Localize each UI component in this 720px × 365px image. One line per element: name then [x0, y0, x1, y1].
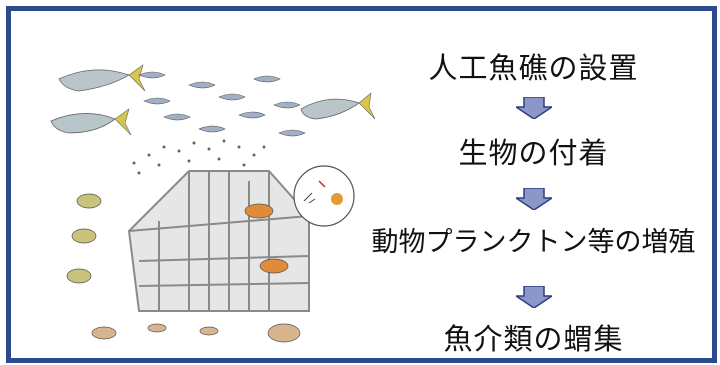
step-organism-attachment: 生物の付着	[458, 136, 609, 170]
reef-illustration	[50, 64, 376, 343]
plankton-closeup-icon	[293, 165, 355, 227]
step-zooplankton-growth: 動物プランクトン等の増殖	[371, 227, 696, 258]
flatfish-icon	[91, 323, 301, 343]
fish-school-icon	[138, 71, 306, 137]
down-arrow-icon	[516, 97, 552, 119]
down-arrow-icon	[516, 286, 552, 308]
plankton-icon	[132, 139, 266, 175]
red-fish-icon	[244, 203, 289, 274]
process-flow: 人工魚礁の設置 生物の付着 動物プランクトン等の増殖 魚介類の蝟集	[356, 33, 711, 356]
fish-icon	[50, 108, 132, 136]
step-fish-aggregation: 魚介類の蝟集	[443, 322, 624, 356]
step-reef-installation: 人工魚礁の設置	[428, 51, 639, 85]
fish-icon	[300, 92, 376, 120]
rockfish-icon	[66, 193, 102, 284]
artificial-reef-icon	[127, 170, 310, 312]
down-arrow-icon	[516, 188, 552, 210]
fish-icon	[58, 64, 146, 92]
diagram-frame: 人工魚礁の設置 生物の付着 動物プランクトン等の増殖 魚介類の蝟集	[6, 6, 717, 363]
